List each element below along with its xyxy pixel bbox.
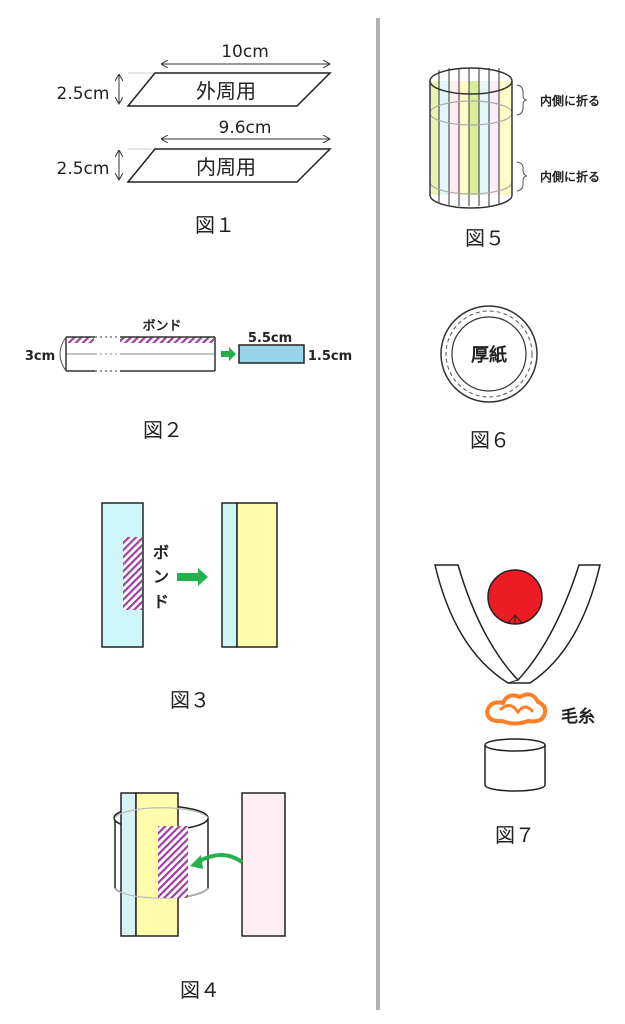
folded-width-label: 5.5cm bbox=[248, 331, 292, 346]
figure-6: 厚紙 図６ bbox=[440, 305, 538, 452]
inner-strip-label: 内周用 bbox=[196, 155, 256, 179]
figure-7-caption: 図７ bbox=[495, 823, 535, 847]
outer-strip-label: 外周用 bbox=[196, 79, 256, 103]
fold-inside-bottom-label: 内側に折る bbox=[540, 169, 600, 184]
striped-cylinder bbox=[429, 67, 513, 209]
inner-height-label: 2.5cm bbox=[57, 159, 110, 179]
cardboard-ring bbox=[440, 305, 538, 403]
bond-label: ボンド bbox=[142, 318, 181, 334]
green-arrow-icon bbox=[177, 568, 208, 586]
figure-5: 内側に折る 内側に折る 図５ bbox=[429, 67, 600, 250]
outer-strip bbox=[126, 72, 332, 107]
figure-1-caption: 図１ bbox=[195, 213, 235, 237]
figure-2-caption: 図２ bbox=[143, 418, 183, 442]
figure-1: 10cm 外周用 2.5cm 9.6cm 内周用 2.5cm 図１ bbox=[57, 42, 332, 237]
tube-height-label: 3cm bbox=[25, 349, 55, 364]
pink-strip bbox=[241, 792, 286, 937]
bond-char-2: ン bbox=[153, 567, 169, 586]
bond-area bbox=[123, 537, 142, 610]
folded-strip bbox=[238, 344, 305, 364]
figure-4: 図４ bbox=[113, 792, 286, 1002]
inner-width-label: 9.6cm bbox=[219, 118, 272, 138]
bond-char-1: ボ bbox=[153, 543, 169, 562]
yarn-label: 毛糸 bbox=[561, 706, 595, 727]
figure-7: 毛糸 図７ bbox=[434, 564, 601, 847]
figure-6-caption: 図６ bbox=[470, 428, 510, 452]
figure-2: ボンド 3cm 5.5cm 1.5cm 図２ bbox=[25, 318, 352, 442]
figure-3: ボ ン ド 図３ bbox=[101, 502, 278, 712]
figure-4-caption: 図４ bbox=[180, 978, 220, 1002]
fold-inside-top-label: 内側に折る bbox=[540, 93, 600, 108]
outer-height-label: 2.5cm bbox=[57, 84, 110, 104]
green-arrow-icon bbox=[221, 347, 236, 361]
folded-height-label: 1.5cm bbox=[308, 349, 352, 364]
figure-3-caption: 図３ bbox=[170, 688, 210, 712]
curved-arrow-icon bbox=[190, 855, 203, 869]
outer-width-label: 10cm bbox=[221, 42, 269, 62]
v-ribbon bbox=[434, 564, 601, 684]
figure-5-caption: 図５ bbox=[465, 226, 505, 250]
inner-strip bbox=[126, 148, 332, 183]
bond-area bbox=[158, 826, 188, 898]
bond-char-3: ド bbox=[153, 592, 169, 611]
yellow-strip bbox=[236, 502, 278, 648]
cardboard-label: 厚紙 bbox=[471, 344, 507, 366]
small-cylinder bbox=[484, 738, 546, 752]
